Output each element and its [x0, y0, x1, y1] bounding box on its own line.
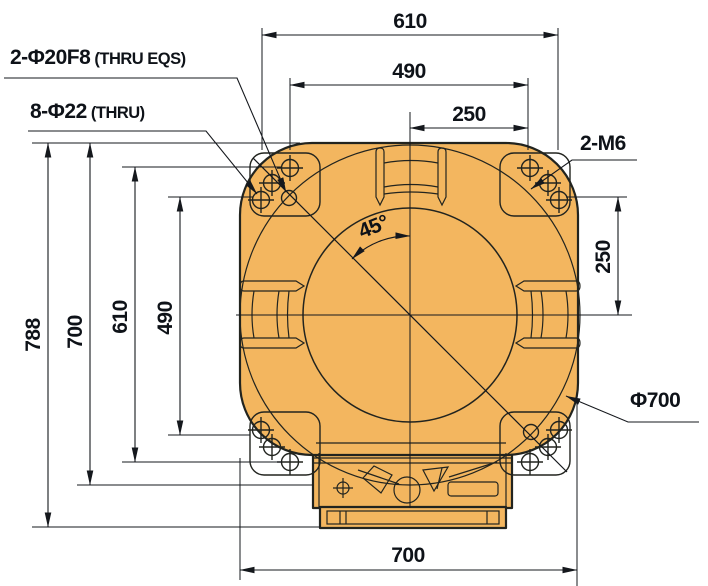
dim-text-490-top: 490 — [392, 60, 426, 83]
bolt-hole — [259, 434, 285, 460]
bolt-hole — [277, 155, 303, 181]
label-thru-main: 8-Φ22 — [30, 100, 87, 123]
dimension-left-700: 700 — [64, 142, 94, 486]
bolt-hole — [535, 434, 561, 460]
dimension-right-250: 250 — [592, 196, 622, 316]
dim-text-250-top: 250 — [452, 103, 486, 126]
dim-text-610-top: 610 — [393, 10, 427, 33]
bolt-plate-top-right — [499, 152, 571, 217]
marking-triangle — [422, 466, 450, 493]
dim-text-700-bottom: 700 — [391, 544, 425, 567]
dim-text-250-right: 250 — [592, 240, 615, 274]
bolt-hole — [546, 417, 572, 443]
nameplate — [447, 481, 499, 497]
mounting-holes — [248, 155, 572, 475]
main-flange-outline — [238, 141, 580, 457]
bolt-hole — [248, 417, 274, 443]
bottom-extension — [311, 451, 514, 510]
label-dowel-holes: 2-Φ20F8 (THRU EQS) — [10, 46, 186, 69]
top-clamp-boss — [375, 147, 447, 207]
drain-hole — [393, 476, 421, 504]
dimension-bottom-700: 700 — [239, 544, 578, 574]
label-tap-holes: 2-M6 — [580, 132, 626, 155]
callout-thru-holes: 8-Φ22 (THRU) — [28, 100, 258, 195]
extension-lines — [32, 28, 627, 586]
bottom-plate-slot — [326, 510, 500, 525]
callout-tap-holes: 2-M6 — [530, 132, 637, 190]
dimension-top-250: 250 — [409, 103, 529, 132]
centerlines — [236, 112, 632, 508]
bolt-hole — [546, 187, 572, 213]
label-diameter-700: Φ700 — [630, 389, 680, 412]
label-thru-holes: 8-Φ22 (THRU) — [30, 100, 145, 123]
bottom-plate — [318, 505, 508, 530]
bolt-hole — [248, 187, 274, 213]
bottom-details — [313, 442, 512, 525]
label-dowel-note: (THRU EQS) — [90, 50, 185, 68]
dim-text-700-left: 700 — [64, 315, 87, 349]
dimension-top-490: 490 — [289, 60, 529, 89]
dimension-left-610: 610 — [109, 166, 139, 463]
callout-dowel-holes: 2-Φ20F8 (THRU EQS) — [4, 46, 287, 193]
dimension-left-788: 788 — [22, 142, 52, 528]
bolt-hole — [517, 155, 543, 181]
dowel-hole — [522, 423, 540, 441]
pilot-hole — [333, 478, 353, 498]
callout-diameter-700: Φ700 — [565, 389, 699, 423]
marking-quad — [362, 465, 393, 494]
dim-text-490-left: 490 — [154, 301, 177, 335]
diagonal-45-line — [252, 157, 568, 473]
dowel-hole — [280, 189, 298, 207]
label-thru-note: (THRU) — [87, 104, 145, 122]
label-dowel-main: 2-Φ20F8 — [10, 46, 91, 69]
dim-text-788-left: 788 — [22, 317, 45, 351]
dim-text-610-left: 610 — [109, 300, 132, 334]
bolt-hole — [517, 449, 543, 475]
dimension-left-490: 490 — [154, 196, 184, 436]
dimension-top-610: 610 — [261, 10, 559, 39]
